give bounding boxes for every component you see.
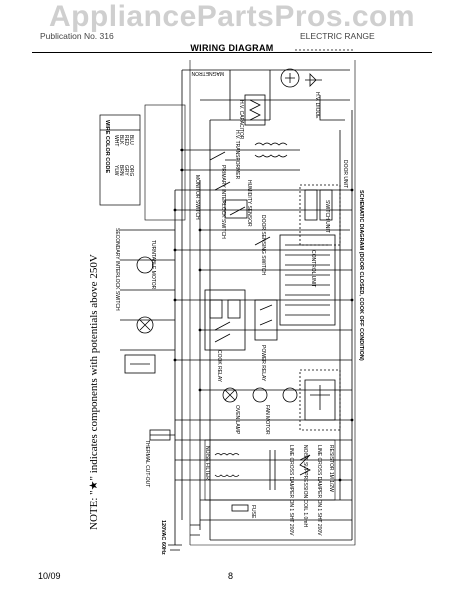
header-product: ELECTRIC RANGE — [300, 31, 375, 41]
humidity-sensor-label: HUMIDITY SENSOR — [246, 180, 252, 227]
noise-filter-label: NOISE FILTER — [204, 446, 210, 480]
watermark: AppliancePartsPros.com — [48, 0, 416, 33]
legend-title: WIRE COLOR CODE — [104, 120, 110, 173]
primary-interlock-label: PRIMARY INTERLOCK SWITCH — [220, 165, 226, 239]
legend-color-2: RED — [123, 135, 129, 146]
schematic-caption: SCHEMATIC DIAGRAM (DOOR CLOSED, COOK OFF… — [358, 190, 364, 361]
legend-color-1: BLK — [118, 135, 124, 145]
page-title: WIRING DIAGRAM — [190, 43, 274, 53]
fuse-label: FUSE — [250, 505, 256, 519]
control-unit-label: CONTROL UNIT — [310, 250, 316, 287]
hv-diode-label: H.V. DIODE — [314, 92, 320, 119]
legend-color-0: WHT — [113, 135, 119, 146]
header-publication: Publication No. 316 — [40, 31, 114, 41]
oven-lamp-label: OVEN LAMP — [234, 405, 240, 435]
page-number: 8 — [228, 571, 234, 581]
title-rule — [32, 52, 432, 53]
line-cross-label-1: LINE CROSS DAMPER ON 1 SHT 200V — [288, 445, 294, 536]
switch-unit-label: SWITCH UNIT — [324, 200, 330, 233]
door-unit-label: DOOR UNIT — [342, 160, 348, 188]
legend-color-4: YLW — [113, 165, 119, 176]
door-sensing-switch-label: DOOR SENSING SWITCH — [260, 215, 266, 275]
turntable-motor-label: TURNTABLE MOTOR — [150, 240, 156, 290]
line-cross-label-2: LINE CROSS DAMPER ON 1 SHT 200V — [316, 445, 322, 536]
fan-motor-label: FAN MOTOR — [264, 405, 270, 435]
hv-transformer-label: H.V. TRANSFORMER — [234, 130, 240, 180]
resistor-label: RESISTOR 1M 1/2W — [328, 445, 334, 492]
power-relay-label: POWER RELAY — [260, 345, 266, 382]
thermal-cutout-label: THERMAL CUT-OUT — [144, 440, 150, 487]
magnetron-label: MAGNETRON — [191, 70, 224, 76]
cook-relay-label: COOK RELAY — [216, 350, 222, 383]
hv-capacitor-label: H.V. CAPACITOR — [238, 100, 244, 140]
legend-color-5: BRN — [118, 165, 124, 176]
ac-line-label: 120VAC 60Hz — [160, 520, 166, 555]
wire-color-legend: WHT BLK RED BLU YLW BRN GRY ORG — [113, 135, 134, 177]
secondary-interlock-label: SECONDARY INTERLOCK SWITCH — [114, 228, 120, 311]
legend-color-6: GRY — [123, 165, 129, 176]
high-voltage-note: NOTE: "★" indicates components with pote… — [88, 254, 100, 530]
footer-date: 10/09 — [38, 571, 61, 581]
monitor-switch-label: MONITOR SWITCH — [194, 175, 200, 220]
legend-color-3: BLU — [128, 135, 134, 145]
noise-suppression-label: NOISE SUPPRESSION COIL 1.0mH — [302, 445, 308, 527]
legend-color-7: ORG — [128, 165, 134, 177]
